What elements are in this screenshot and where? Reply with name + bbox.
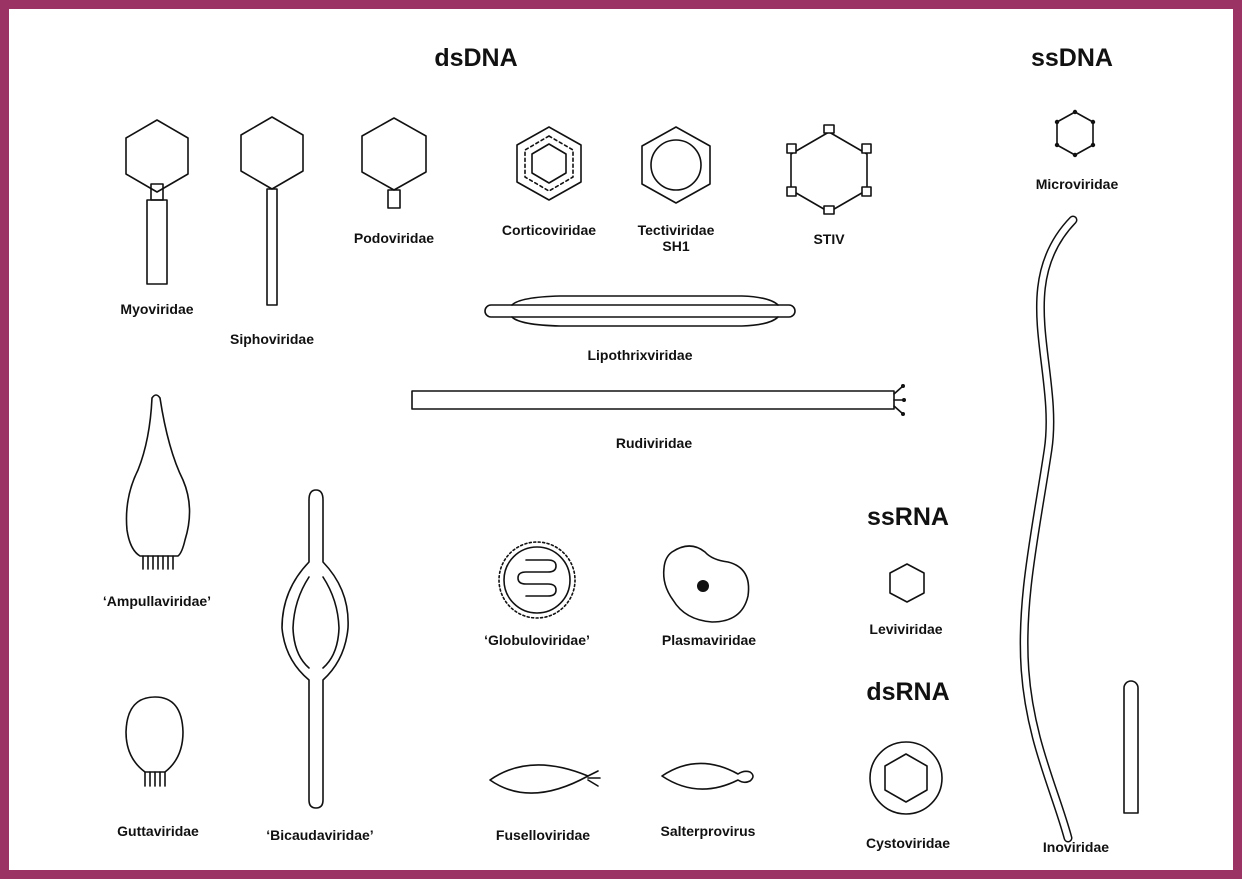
label-sh1: SH1 (662, 238, 689, 254)
label-stiv: STIV (813, 231, 845, 247)
label-podoviridae: Podoviridae (354, 230, 434, 246)
heading-dsrna: dsRNA (866, 678, 949, 706)
globuloviridae-shape (499, 542, 575, 618)
label-corticoviridae: Corticoviridae (502, 222, 596, 238)
tectiviridae-shape (642, 127, 710, 203)
salterprovirus-shape (662, 763, 753, 789)
label-microviridae: Microviridae (1036, 176, 1119, 192)
heading-dsdna: dsDNA (434, 44, 517, 72)
label-rudiviridae: Rudiviridae (616, 435, 692, 451)
label-bicaudaviridae: ‘Bicaudaviridae’ (266, 827, 373, 843)
label-guttaviridae: Guttaviridae (117, 823, 199, 839)
label-myoviridae: Myoviridae (120, 301, 193, 317)
label-plasmaviridae: Plasmaviridae (662, 632, 756, 648)
guttaviridae-shape (126, 697, 183, 786)
label-fuselloviridae: Fuselloviridae (496, 827, 590, 843)
label-salterprovirus: Salterprovirus (661, 823, 756, 839)
siphoviridae-shape (241, 117, 303, 305)
stiv-shape (787, 125, 871, 214)
lipothrixviridae-shape (485, 296, 795, 326)
heading-ssrna: ssRNA (867, 503, 949, 531)
label-inoviridae: Inoviridae (1043, 839, 1109, 855)
rudiviridae-shape (412, 384, 906, 416)
label-siphoviridae: Siphoviridae (230, 331, 314, 347)
leviviridae-shape (890, 564, 924, 602)
plasmaviridae-shape (664, 546, 749, 622)
microviridae-shape (1055, 110, 1095, 157)
label-cystoviridae: Cystoviridae (866, 835, 950, 851)
podoviridae-shape (362, 118, 426, 208)
label-ampullaviridae: ‘Ampullaviridae’ (103, 593, 211, 609)
cystoviridae-shape (870, 742, 942, 814)
label-globuloviridae: ‘Globuloviridae’ (484, 632, 590, 648)
heading-ssdna: ssDNA (1031, 44, 1113, 72)
fuselloviridae-shape (490, 765, 600, 793)
inoviridae-short-rod (1124, 681, 1138, 813)
label-leviviridae: Leviviridae (869, 621, 942, 637)
ampullaviridae-shape (126, 395, 189, 569)
label-lipothrixviridae: Lipothrixviridae (587, 347, 692, 363)
myoviridae-shape (126, 120, 188, 284)
inoviridae-long-filament (1024, 220, 1073, 838)
label-tectiviridae: Tectiviridae (638, 222, 715, 238)
bicaudaviridae-shape (282, 490, 348, 808)
corticoviridae-shape (517, 127, 581, 200)
